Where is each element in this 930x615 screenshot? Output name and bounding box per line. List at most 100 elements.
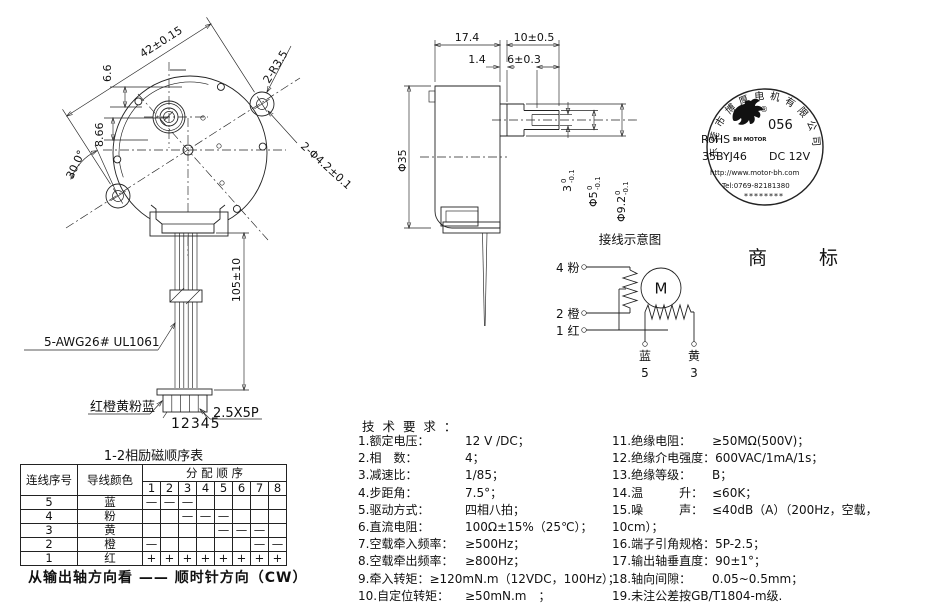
tech-item: 13.绝缘等级：B； [612, 468, 733, 483]
terminal-2-label: 2 橙 [556, 306, 579, 321]
tech-item: 8.空载牵出频率：≥800Hz； [358, 554, 526, 569]
centerline-diagonal-2 [137, 93, 269, 241]
terminal-1-dot [581, 327, 587, 333]
tech-item: 16.端子引角规格：5P-2.5； [612, 537, 766, 552]
stamp-circle [706, 88, 824, 206]
seq-cell [232, 509, 251, 524]
wire-spec-label: 5-AWG26# UL1061 [44, 335, 160, 349]
seq-cell [214, 495, 233, 510]
seq-cell: + [232, 551, 251, 566]
col-header-wire-color: 导线颜色 [77, 464, 143, 496]
tech-requirements-right-column: 11.绝缘电阻：≥50MΩ(500V)； 12.绝缘介电强度：600VAC/1m… [612, 433, 930, 605]
shaft-side [500, 103, 560, 137]
dim-6-6-label: 6.6 [101, 65, 114, 83]
seq-cell: — [268, 537, 287, 552]
tech-item: 5.驱动方式：四相八拍； [358, 502, 526, 517]
wire-connector [156, 388, 213, 419]
table-row: 1 红 + + + + + + + + [20, 551, 287, 566]
seq-cell [160, 509, 179, 524]
mounting-ear-upper-right [249, 91, 275, 117]
stamp: 东莞市博厚电机有限公司 ® 056 RoHS BH MOTOR 35BYJ46 … [701, 88, 824, 206]
leader-r35-label: 2-R3.5 [261, 48, 291, 86]
excitation-table-title: 1-2相励磁顺序表 [103, 449, 204, 464]
seq-cell [250, 495, 269, 510]
dim-42: 42±0.15 [62, 17, 255, 185]
bird-logo-icon [732, 98, 763, 125]
wire-color-cell: 黄 [77, 523, 143, 538]
wiring-title: 接线示意图 [599, 232, 662, 247]
dim-6-6: 6.6 [101, 65, 182, 108]
terminal-4-label: 4 粉 [556, 261, 579, 275]
dim-phi5: Φ5 0 -0.1 [561, 111, 602, 207]
table-row: 5 蓝 — — — [20, 495, 287, 510]
tech-item: 9.牵入转矩：≥120mN.m（12VDC，100Hz）； [358, 571, 620, 586]
tech-item: 19.未注公差按GB/T1804-m级. [612, 588, 783, 603]
rim-tab [113, 155, 122, 164]
seq-cell [178, 523, 197, 538]
dim-10-label: 10±0.5 [514, 31, 555, 44]
col-header-wire-number: 连线序号 [20, 464, 78, 496]
seq-cell [142, 509, 161, 524]
dim-10: 10±0.5 [507, 31, 559, 106]
tech-requirements-header: 技 术 要 求 ： [362, 419, 459, 434]
dim-phi92: Φ9.2 0 -0.1 [526, 104, 630, 222]
wire-number-cell: 2 [20, 537, 78, 552]
wire-number-cell: 3 [20, 523, 78, 538]
seq-cell [268, 495, 287, 510]
pin-numbers-label: 12345 [171, 416, 221, 432]
dim-105-label: 105±10 [230, 258, 243, 302]
wire-number-cell: 1 [20, 551, 78, 566]
coil-1 [621, 269, 639, 313]
stamp-website: http://www.motor-bh.com [710, 169, 800, 177]
dim-3-tol-top: 0 [560, 179, 568, 183]
terminal-1-label: 1 红 [556, 323, 579, 338]
stamp-company-arc-text: 东莞市博厚电机有限公司 [707, 89, 822, 158]
sequence-number: 4 [196, 481, 215, 496]
dim-17-4: 17.4 [435, 31, 500, 82]
tech-item: 7.空载牵入频率：≥500Hz； [358, 537, 526, 552]
terminal-5-num: 5 [641, 366, 649, 380]
seq-cell: — [160, 495, 179, 510]
stamp-stars: ******** [744, 192, 784, 201]
dim-6: 6±0.3 [507, 53, 559, 108]
tech-item: 11.绝缘电阻：≥50MΩ(500V)； [612, 434, 810, 448]
tech-item: 3.减速比：1/85； [358, 468, 504, 483]
stamp-logo-text: BH MOTOR [733, 137, 767, 143]
dim-phi92-tol-bot: -0.1 [622, 181, 630, 195]
registered-mark-icon: ® [760, 105, 768, 114]
seq-cell [250, 509, 269, 524]
trademark-label: 商标 [748, 247, 890, 269]
wire-colors: 红橙黄粉蓝 [88, 399, 162, 415]
dim-6-label: 6±0.3 [507, 53, 541, 66]
seq-cell: + [214, 551, 233, 566]
dim-1-4-label: 1.4 [468, 53, 486, 66]
dim-phi92-tol-top: 0 [614, 191, 622, 195]
seq-cell: — [250, 537, 269, 552]
dim-phi35: Φ35 [396, 86, 431, 228]
tech-item: 6.直流电阻：100Ω±15%（25℃）； [358, 519, 593, 534]
seq-cell [196, 523, 215, 538]
connector-size: 2.5X5P [200, 406, 262, 421]
terminal-3-num: 3 [690, 366, 698, 380]
dim-17-4-label: 17.4 [455, 31, 480, 44]
rim-tab [216, 82, 225, 91]
seq-cell: — [214, 509, 233, 524]
stamp-number: 056 [768, 118, 793, 133]
tech-item: 14.温 升：≤60K； [612, 485, 758, 500]
rim-tab [258, 142, 267, 151]
wire-color-cell: 蓝 [77, 495, 143, 510]
body-tab [428, 90, 436, 103]
wire-number-cell: 4 [20, 509, 78, 524]
stamp-rohs: RoHS [701, 133, 730, 146]
wiring-diagram: 接线示意图 4 粉 2 橙 1 红 M 蓝 5 黄 3 [556, 232, 700, 380]
centerline-diagonal-ears [65, 77, 301, 229]
connector-size-label: 2.5X5P [213, 406, 259, 421]
dim-phi5-tol-bot: -0.1 [594, 176, 602, 190]
small-hole [216, 143, 222, 149]
seq-cell [232, 537, 251, 552]
seq-cell [142, 523, 161, 538]
coil-2 [644, 303, 694, 321]
seq-cell [214, 537, 233, 552]
